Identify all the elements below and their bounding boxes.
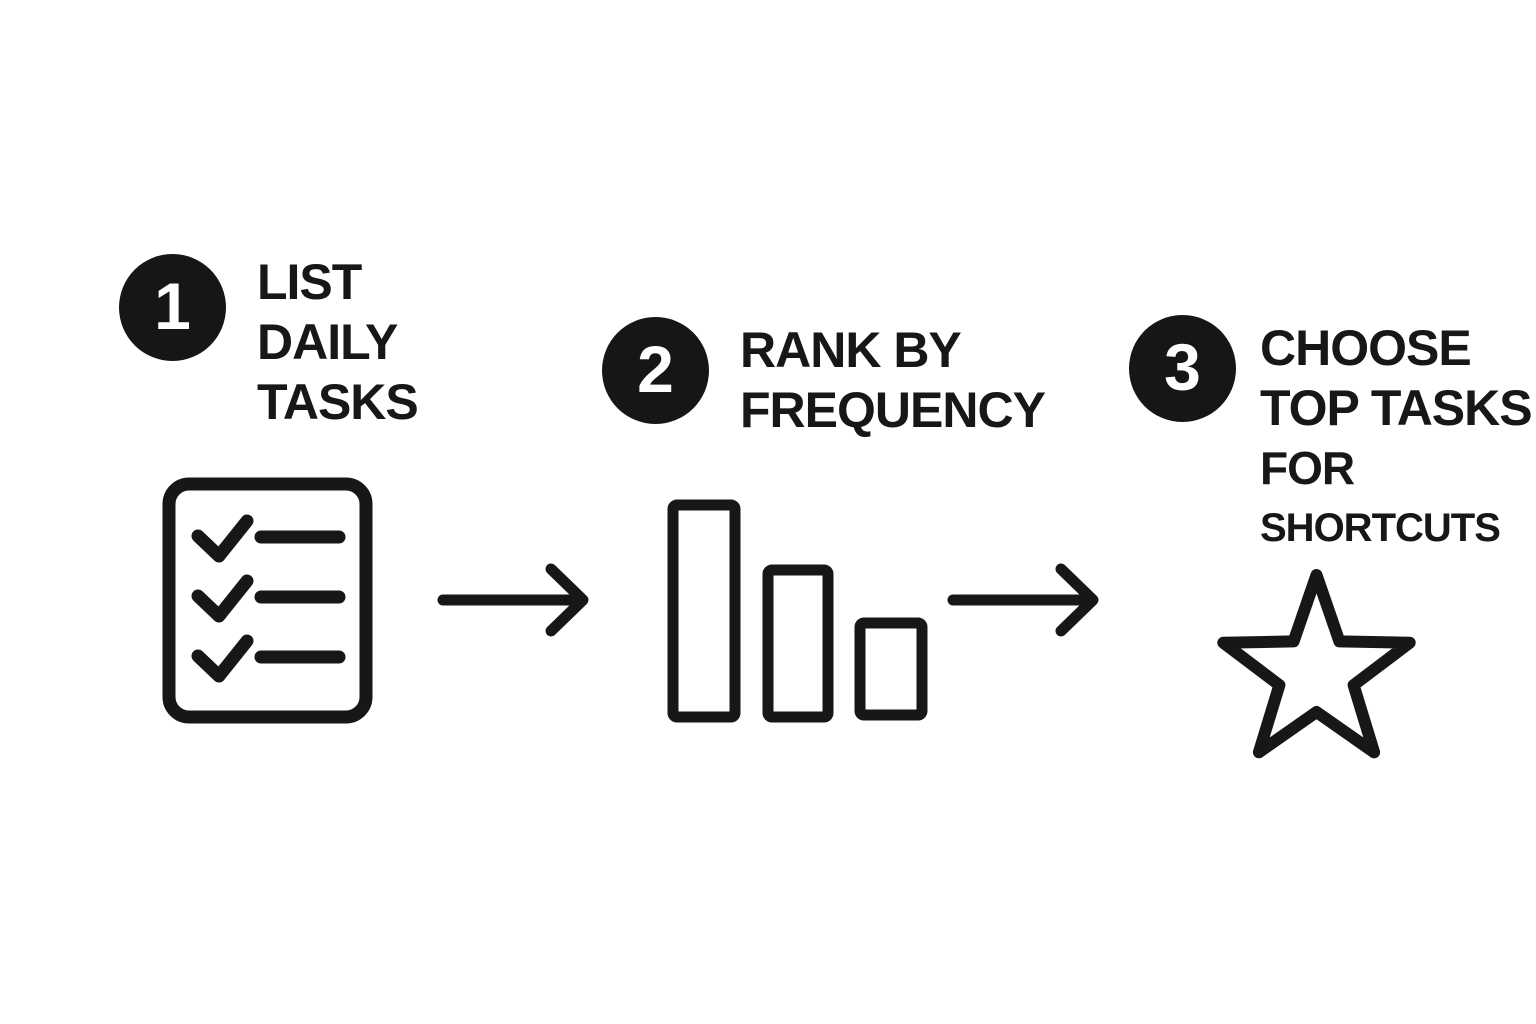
step-1-number: 1 [154, 268, 191, 343]
step-2-label-line: FREQUENCY [740, 382, 1046, 438]
step-3-number: 3 [1164, 329, 1201, 404]
step-1-label-line: DAILY [257, 314, 398, 370]
arrow-right-icon [946, 558, 1100, 642]
step-2-number: 2 [637, 331, 674, 406]
star-icon [1215, 565, 1420, 765]
step-2-label: RANK BY FREQUENCY [740, 320, 1046, 440]
step-3-label-line: SHORTCUTS [1260, 506, 1501, 550]
step-1-label-line: TASKS [257, 374, 419, 430]
step-3-label-line: TOP TASKS [1260, 380, 1533, 436]
step-3-number-badge: 3 [1129, 315, 1236, 422]
step-2-label-line: RANK BY [740, 322, 962, 378]
bar-chart-icon [665, 497, 930, 725]
checklist-icon [162, 477, 373, 724]
step-2-number-badge: 2 [602, 317, 709, 424]
step-1-label-line: LIST [257, 254, 362, 310]
arrow-right-icon [436, 558, 590, 642]
step-1-label: LIST DAILY TASKS [257, 252, 419, 432]
step-3-label-line: FOR [1260, 442, 1355, 494]
step-3-label-line: CHOOSE [1260, 320, 1472, 376]
step-3-label: CHOOSE TOP TASKS FOR SHORTCUTS [1260, 318, 1533, 558]
step-1-number-badge: 1 [119, 254, 226, 361]
